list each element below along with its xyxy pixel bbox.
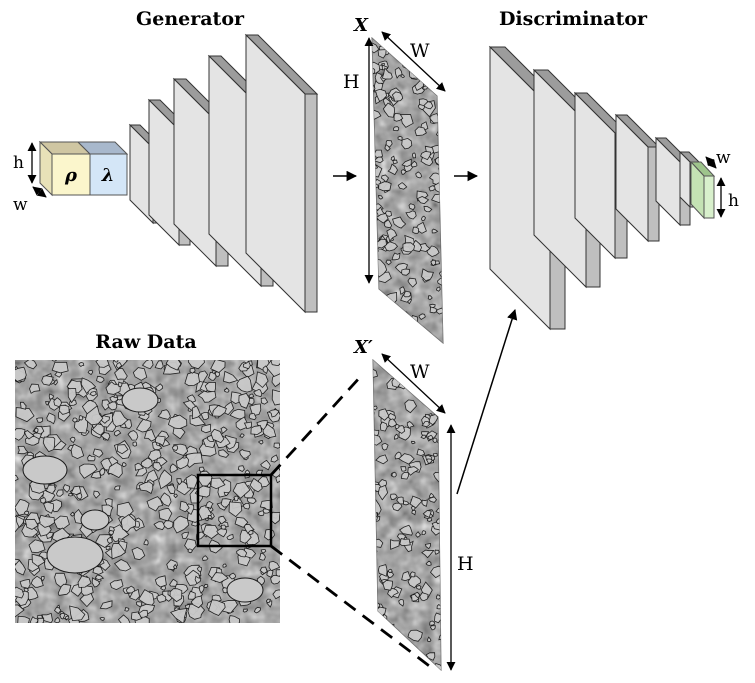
discriminator-title: Discriminator [499, 8, 648, 30]
input-block: ρ λ h w [13, 140, 129, 215]
real-width-label: W [410, 361, 430, 383]
real-width-arrow [381, 353, 446, 414]
real-sample-panel: X′ W H [353, 337, 474, 672]
input-width-label: w [13, 195, 28, 215]
generator-layer-5-side [304, 93, 318, 313]
raw-data-grains [15, 360, 280, 623]
zoom-line-lower [270, 544, 433, 670]
lambda-label: λ [101, 165, 115, 186]
discriminator-layer-3 [573, 91, 629, 260]
output-height-label: h [728, 191, 739, 211]
real-height-label: H [457, 553, 474, 575]
generator-layer-5 [244, 33, 319, 314]
rho-label: ρ [64, 165, 78, 186]
generated-height-label: H [343, 71, 360, 93]
discriminator-layer-4 [614, 113, 661, 243]
rho-front-face [51, 153, 91, 196]
generated-width-label: W [410, 40, 430, 62]
output-block: w h [689, 148, 739, 220]
crop-selection-box [196, 473, 273, 548]
output-width-label: w [716, 148, 731, 168]
raw-data-image [15, 360, 280, 623]
discriminator-layer-2 [532, 68, 602, 289]
output-width-arrow [705, 156, 717, 169]
generator-title: Generator [136, 8, 245, 30]
output-front-face [703, 175, 715, 219]
lambda-front-face [89, 153, 128, 196]
discriminator-layers [488, 45, 701, 331]
generated-width-arrow [381, 31, 446, 92]
x-generated-label: X [353, 15, 369, 36]
raw-data-title: Raw Data [95, 331, 196, 353]
input-height-label: h [13, 153, 24, 173]
zoom-line-upper [269, 374, 364, 476]
x-real-label: X′ [353, 337, 373, 358]
generator-layers [128, 33, 319, 314]
input-width-arrow [32, 186, 47, 198]
generated-sample-panel: X W H [343, 15, 446, 345]
real-to-discriminator-arrow [456, 308, 518, 495]
discriminator-layer-6-face [679, 150, 691, 209]
